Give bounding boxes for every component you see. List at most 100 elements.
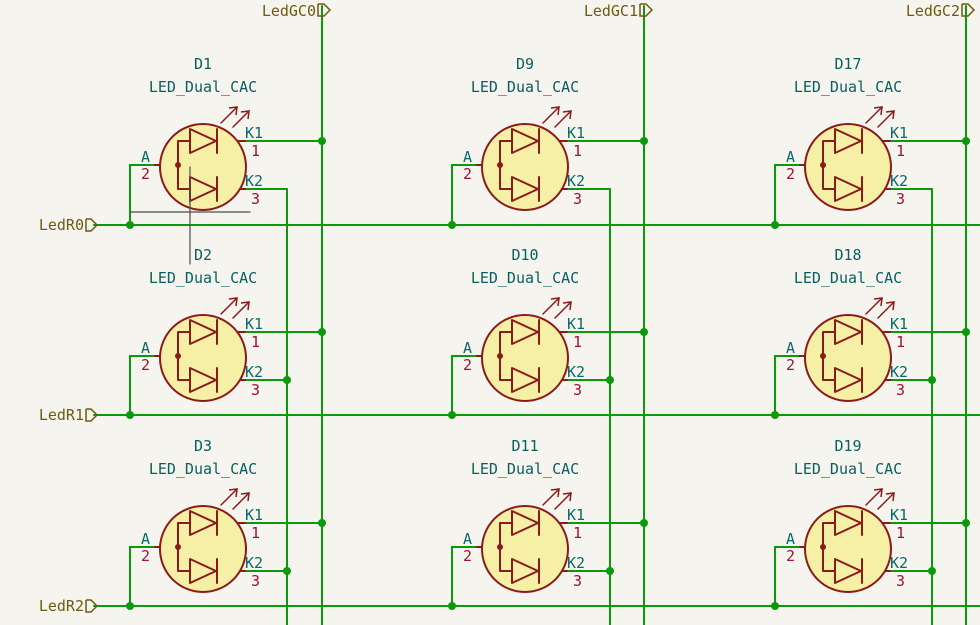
row-label-0: LedR0 — [39, 216, 84, 234]
pin-name-k2: K2 — [890, 363, 908, 381]
reference-designator: D9 — [516, 55, 534, 73]
pin-name-a: A — [141, 530, 150, 548]
component-value: LED_Dual_CAC — [794, 460, 902, 478]
pin-number-a: 2 — [786, 165, 795, 183]
junction-k2 — [283, 376, 291, 384]
junction-k2 — [606, 567, 614, 575]
junction-anode — [448, 221, 456, 229]
emission-arrowhead-1 — [550, 488, 560, 498]
pin-number-k1: 1 — [573, 524, 582, 542]
pin-number-k2: 3 — [573, 190, 582, 208]
pin-number-a: 2 — [786, 356, 795, 374]
reference-designator: D19 — [834, 437, 861, 455]
junction-k2 — [606, 376, 614, 384]
column-flag-0 — [317, 3, 332, 17]
pin-name-k2: K2 — [567, 172, 585, 190]
diode-triangle-1 — [189, 128, 217, 154]
column-flag-1 — [639, 3, 654, 17]
anode-wire — [129, 355, 155, 415]
emission-arrowhead-2 — [885, 301, 895, 311]
junction-k1 — [318, 328, 326, 336]
pin-name-k1: K1 — [890, 506, 908, 524]
pin-name-k1: K1 — [567, 315, 585, 333]
emission-arrowhead-1 — [550, 297, 560, 307]
diode-triangle-2 — [834, 176, 862, 202]
emission-arrow-2 — [232, 301, 250, 319]
pin-name-a: A — [463, 530, 472, 548]
junction-anode — [448, 411, 456, 419]
emission-arrow-2 — [232, 110, 250, 128]
pin-name-k1: K1 — [245, 124, 263, 142]
junction-anode — [448, 602, 456, 610]
led-body — [804, 314, 892, 402]
component-value: LED_Dual_CAC — [794, 78, 902, 96]
emission-arrowhead-2 — [240, 110, 250, 120]
emission-arrow-2 — [554, 301, 572, 319]
junction-k1 — [640, 137, 648, 145]
emission-arrow-1 — [865, 106, 883, 124]
emission-arrowhead-2 — [240, 301, 250, 311]
diode-triangle-2 — [511, 558, 539, 584]
emission-arrowhead-1 — [228, 106, 238, 116]
component-value: LED_Dual_CAC — [149, 269, 257, 287]
internal-junction — [820, 353, 826, 359]
anode-wire — [774, 546, 800, 606]
column-label-0: LedGC0 — [262, 2, 316, 20]
row-label-1: LedR1 — [39, 406, 84, 424]
pin-number-k1: 1 — [896, 333, 905, 351]
diode-triangle-2 — [834, 558, 862, 584]
junction-k1 — [640, 328, 648, 336]
reference-designator: D2 — [194, 246, 212, 264]
emission-arrowhead-2 — [885, 492, 895, 502]
junction-k1 — [318, 137, 326, 145]
pin-name-a: A — [786, 339, 795, 357]
pin-number-k1: 1 — [251, 333, 260, 351]
emission-arrowhead-2 — [885, 110, 895, 120]
anode-wire — [129, 546, 155, 606]
internal-junction — [497, 162, 503, 168]
emission-arrow-2 — [554, 492, 572, 510]
pin-number-k1: 1 — [573, 142, 582, 160]
diode-triangle-2 — [511, 176, 539, 202]
pin-number-k2: 3 — [573, 572, 582, 590]
diode-triangle-1 — [834, 510, 862, 536]
emission-arrowhead-1 — [873, 297, 883, 307]
pin-number-k1: 1 — [251, 142, 260, 160]
pin-name-k2: K2 — [567, 554, 585, 572]
emission-arrow-1 — [865, 297, 883, 315]
pin-number-k2: 3 — [251, 572, 260, 590]
component-value: LED_Dual_CAC — [471, 269, 579, 287]
pin-name-a: A — [786, 530, 795, 548]
internal-junction — [175, 544, 181, 550]
internal-junction — [820, 544, 826, 550]
junction-k1 — [962, 519, 970, 527]
pin-name-k2: K2 — [245, 363, 263, 381]
junction-anode — [126, 602, 134, 610]
junction-anode — [771, 602, 779, 610]
row-flag-1 — [85, 408, 99, 422]
diode-triangle-1 — [834, 319, 862, 345]
reference-designator: D11 — [511, 437, 538, 455]
pin-name-k1: K1 — [245, 506, 263, 524]
pin-number-k2: 3 — [896, 381, 905, 399]
reference-designator: D10 — [511, 246, 538, 264]
emission-arrowhead-1 — [873, 488, 883, 498]
emission-arrowhead-1 — [228, 488, 238, 498]
pin-number-k2: 3 — [896, 572, 905, 590]
column-label-1: LedGC1 — [584, 2, 638, 20]
pin-name-k1: K1 — [567, 124, 585, 142]
anode-wire — [451, 164, 477, 225]
pin-number-k2: 3 — [251, 381, 260, 399]
pin-name-k2: K2 — [890, 172, 908, 190]
led-body — [159, 123, 247, 211]
internal-junction — [175, 162, 181, 168]
component-value: LED_Dual_CAC — [149, 460, 257, 478]
emission-arrow-1 — [220, 297, 238, 315]
pin-name-k2: K2 — [567, 363, 585, 381]
